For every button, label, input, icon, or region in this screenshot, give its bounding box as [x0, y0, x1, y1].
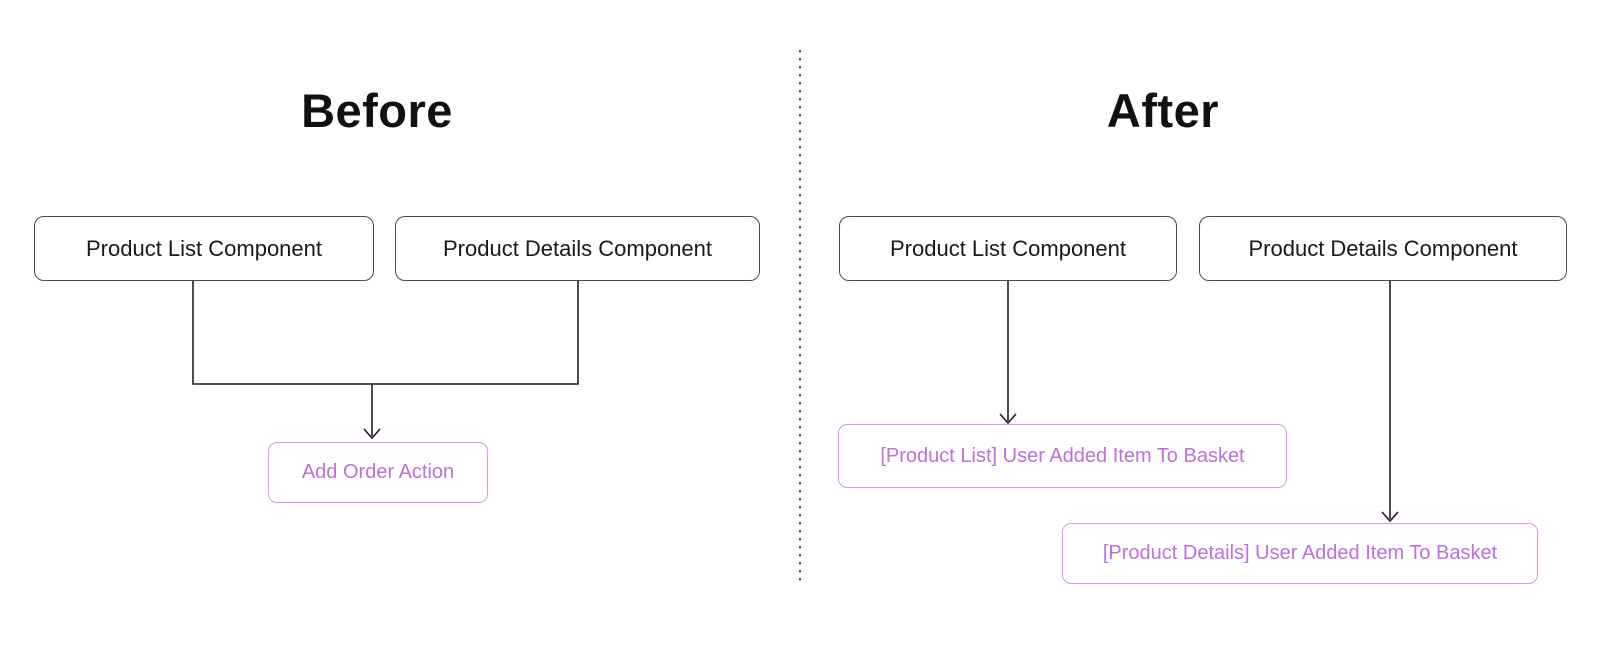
- product-details-event-box: [Product Details] User Added Item To Bas…: [1062, 523, 1538, 584]
- arrowhead-icon: [999, 413, 1017, 425]
- arrowhead-icon: [363, 428, 381, 440]
- after-product-details-component-box: Product Details Component: [1199, 216, 1567, 281]
- after-arrow-product-details: [1381, 281, 1399, 523]
- add-order-action-box: Add Order Action: [268, 442, 488, 503]
- before-merge-connector: [192, 281, 579, 440]
- after-title: After: [1106, 84, 1220, 137]
- before-product-list-component-box: Product List Component: [34, 216, 374, 281]
- before-title: Before: [301, 84, 453, 137]
- after-product-list-component-box: Product List Component: [839, 216, 1177, 281]
- after-arrow-product-list: [999, 281, 1017, 425]
- arrowhead-icon: [1381, 511, 1399, 523]
- before-product-details-component-box: Product Details Component: [395, 216, 760, 281]
- product-list-event-box: [Product List] User Added Item To Basket: [838, 424, 1287, 488]
